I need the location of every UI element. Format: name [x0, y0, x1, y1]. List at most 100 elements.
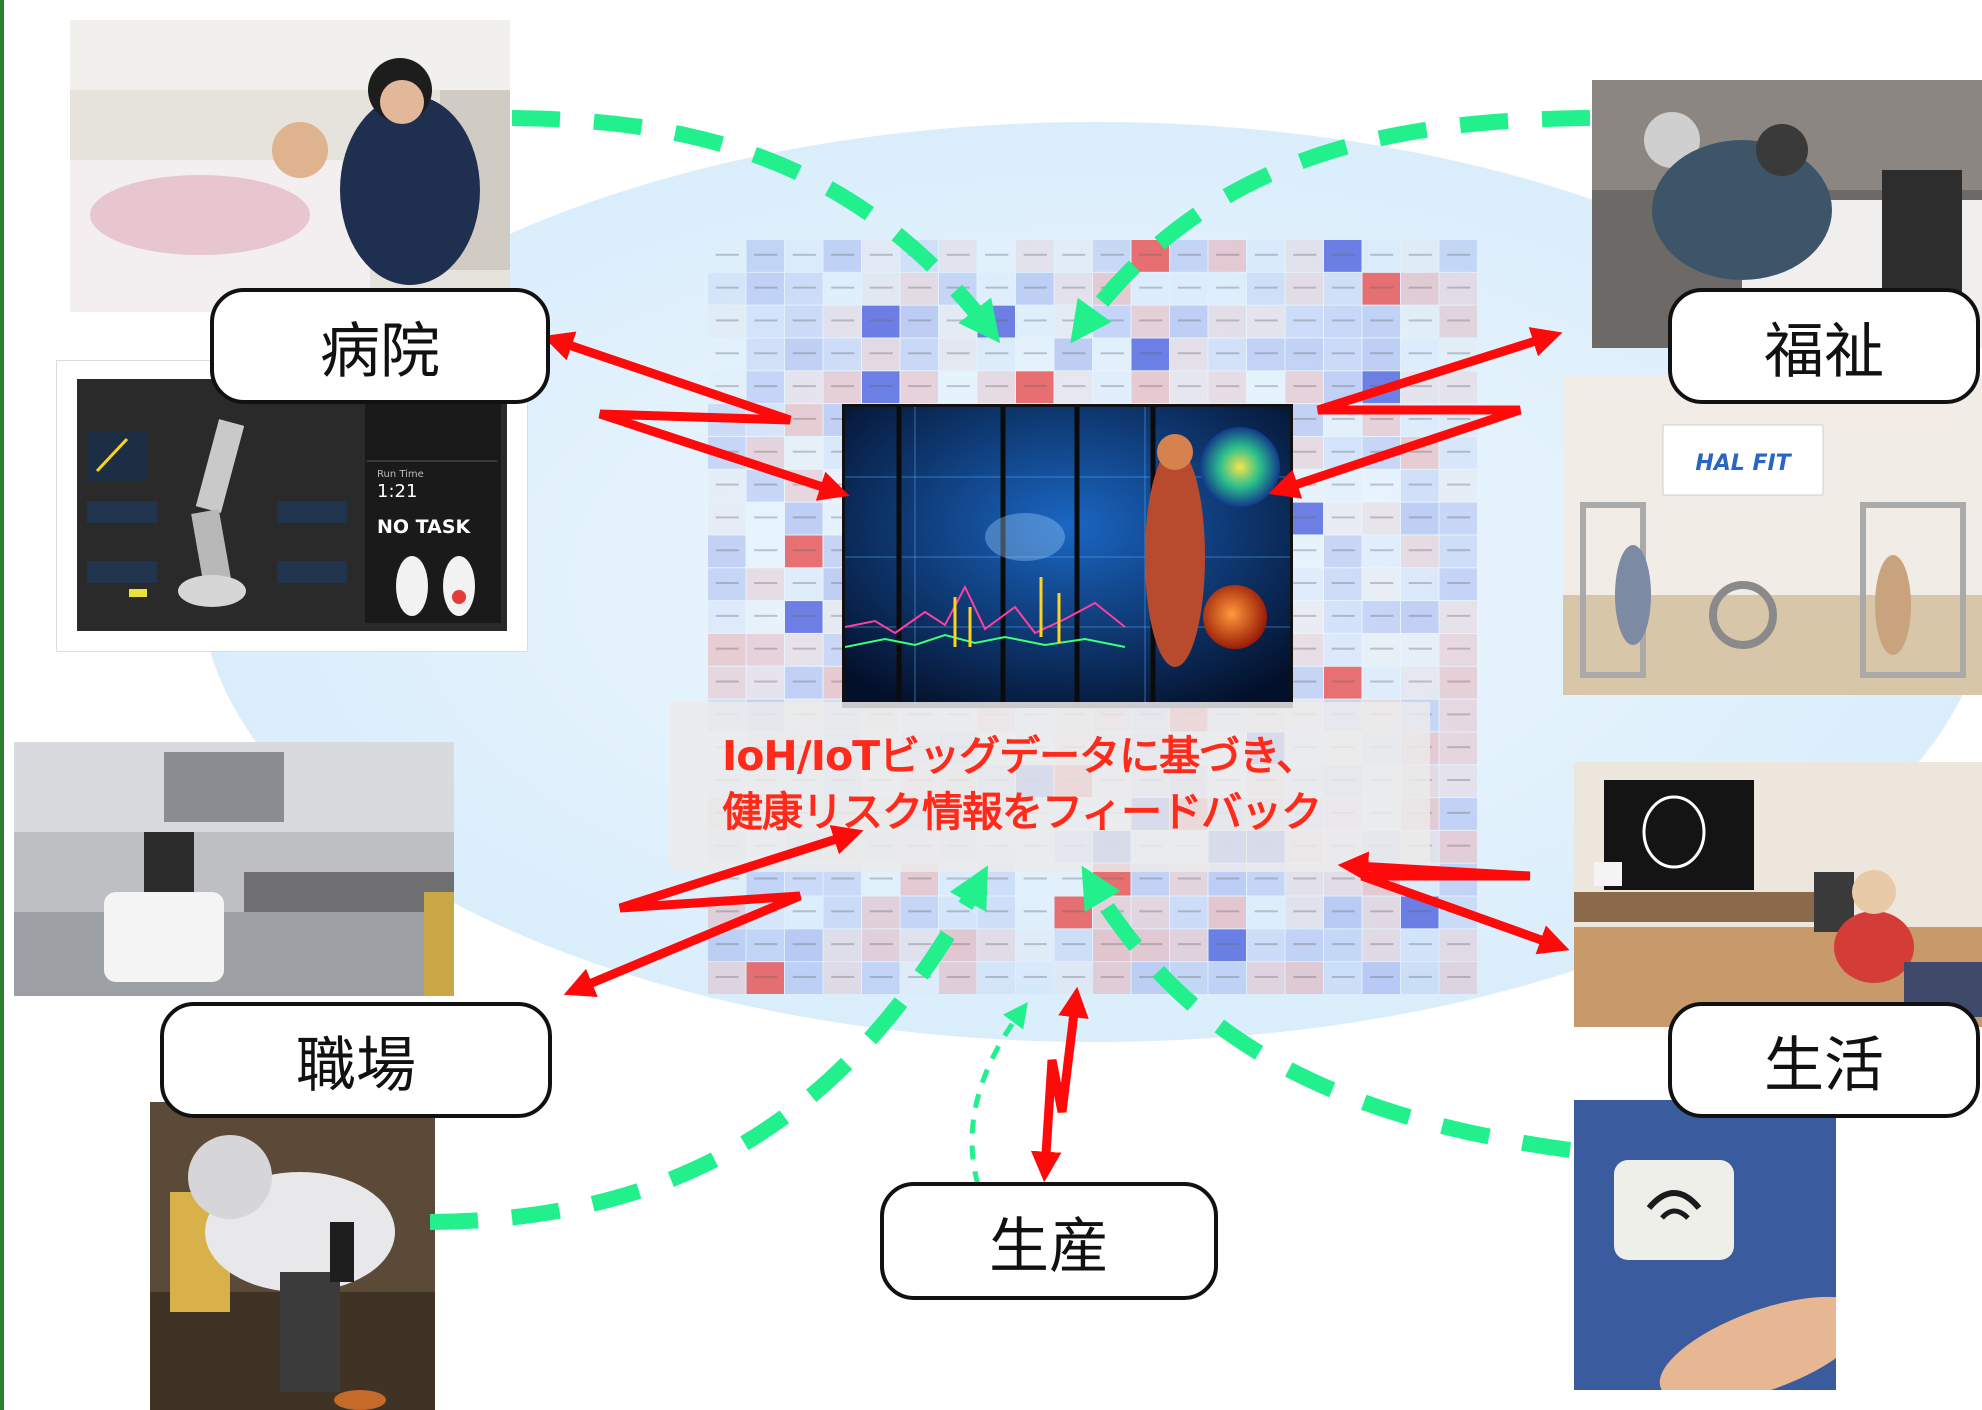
heatmap-cell-value-mark	[1331, 450, 1355, 453]
heatmap-cell-value-mark	[1447, 417, 1471, 420]
heatmap-cell	[1131, 962, 1169, 994]
heatmap-cell-value-mark	[1139, 253, 1163, 256]
heatmap-cell-value-mark	[754, 450, 778, 453]
heatmap-cell-value-mark	[1370, 319, 1394, 322]
heatmap-cell	[1054, 338, 1092, 371]
heatmap-cell	[977, 929, 1015, 962]
heatmap-cell	[1170, 273, 1208, 305]
heatmap-cell-value-mark	[1177, 943, 1201, 946]
heatmap-cell-value-mark	[1023, 385, 1047, 388]
heatmap-cell-value-mark	[1370, 286, 1394, 289]
heatmap-cell	[785, 535, 823, 568]
heatmap-cell-value-mark	[1370, 352, 1394, 355]
label-life: 生活	[1668, 1002, 1980, 1118]
heatmap-cell-value-mark	[985, 910, 1009, 913]
heatmap-cell	[1439, 436, 1477, 469]
heatmap-cell-value-mark	[715, 582, 739, 585]
heatmap-cell-value-mark	[1293, 483, 1317, 486]
heatmap-cell-value-mark	[1447, 549, 1471, 552]
heatmap-cell-value-mark	[1447, 943, 1471, 946]
heatmap-cell-value-mark	[946, 385, 970, 388]
heatmap-cell-value-mark	[715, 516, 739, 519]
heatmap-cell	[1439, 896, 1477, 929]
robot-monitor-screenshot: Run Time 1:21 NO TASK	[56, 360, 528, 652]
heatmap-cell	[1439, 371, 1477, 404]
heatmap-cell-value-mark	[1177, 385, 1201, 388]
heatmap-cell	[1363, 568, 1401, 600]
heatmap-cell-value-mark	[1216, 975, 1240, 978]
heatmap-cell	[1324, 962, 1362, 994]
heatmap-cell	[1362, 535, 1400, 568]
heatmap-cell	[1324, 240, 1362, 272]
heatmap-cell-value-mark	[1408, 680, 1432, 683]
heatmap-cell-value-mark	[1331, 680, 1355, 683]
heatmap-cell	[1285, 240, 1323, 272]
heatmap-cell	[746, 568, 784, 601]
heatmap-cell	[1247, 371, 1285, 403]
heatmap-cell-value-mark	[715, 319, 739, 322]
heatmap-cell	[1208, 371, 1246, 404]
heatmap-cell-value-mark	[1062, 352, 1086, 355]
heatmap-cell-value-mark	[869, 253, 893, 256]
heatmap-cell	[746, 338, 784, 371]
heatmap-cell-value-mark	[831, 877, 855, 880]
heatmap-cell	[785, 469, 823, 502]
heatmap-cell-value-mark	[1139, 319, 1163, 322]
heatmap-cell	[1440, 470, 1478, 502]
heatmap-cell-value-mark	[1293, 385, 1317, 388]
heatmap-cell-value-mark	[715, 417, 739, 420]
heatmap-cell	[1093, 929, 1131, 962]
heatmap-cell	[708, 568, 746, 601]
heatmap-cell	[1131, 896, 1169, 929]
heatmap-cell	[1439, 929, 1477, 962]
heatmap-cell-value-mark	[1370, 943, 1394, 946]
heatmap-cell	[1324, 633, 1362, 666]
heatmap-cell-value-mark	[1331, 549, 1355, 552]
heatmap-cell-value-mark	[1447, 746, 1471, 749]
heatmap-cell-value-mark	[715, 385, 739, 388]
heatmap-cell-value-mark	[1062, 253, 1086, 256]
heatmap-cell-value-mark	[1216, 319, 1240, 322]
heatmap-cell-value-mark	[1331, 910, 1355, 913]
heatmap-cell-value-mark	[1062, 910, 1086, 913]
heatmap-cell	[977, 305, 1015, 338]
heatmap-cell-value-mark	[1254, 910, 1278, 913]
heatmap-cell-value-mark	[792, 910, 816, 913]
heatmap-cell-value-mark	[715, 483, 739, 486]
heatmap-cell-value-mark	[1216, 286, 1240, 289]
heatmap-cell	[1439, 830, 1477, 863]
heatmap-cell	[1439, 305, 1477, 338]
heatmap-cell	[900, 305, 938, 338]
heatmap-cell-value-mark	[715, 975, 739, 978]
heatmap-cell	[1324, 601, 1362, 633]
heatmap-cell	[1439, 601, 1477, 633]
heatmap-cell	[1401, 469, 1439, 502]
heatmap-cell	[1247, 272, 1285, 305]
heatmap-cell-value-mark	[831, 253, 855, 256]
heatmap-cell	[1170, 305, 1208, 338]
heatmap-cell	[747, 503, 785, 535]
heatmap-cell-value-mark	[1331, 253, 1355, 256]
heatmap-cell	[1362, 666, 1400, 699]
heatmap-cell	[1054, 305, 1092, 338]
caption-line-1: IoH/IoTビッグデータに基づき、	[722, 732, 1317, 780]
heatmap-cell-value-mark	[1062, 385, 1086, 388]
heatmap-cell-value-mark	[792, 680, 816, 683]
label-workplace: 職場	[160, 1002, 552, 1118]
heatmap-cell	[708, 896, 746, 929]
heatmap-cell-value-mark	[1177, 286, 1201, 289]
heatmap-cell	[1362, 962, 1400, 994]
heatmap-cell-value-mark	[831, 975, 855, 978]
heatmap-cell	[708, 633, 746, 666]
heatmap-cell-value-mark	[946, 319, 970, 322]
heatmap-cell	[900, 338, 938, 371]
heatmap-cell	[785, 568, 823, 601]
heatmap-cell-value-mark	[1100, 253, 1124, 256]
heatmap-cell-value-mark	[1447, 450, 1471, 453]
heatmap-cell-value-mark	[792, 417, 816, 420]
heatmap-cell-value-mark	[1408, 286, 1432, 289]
heatmap-cell	[1401, 666, 1439, 699]
heatmap-cell-value-mark	[1293, 286, 1317, 289]
heatmap-cell-value-mark	[869, 975, 893, 978]
heatmap-cell	[1016, 272, 1054, 305]
